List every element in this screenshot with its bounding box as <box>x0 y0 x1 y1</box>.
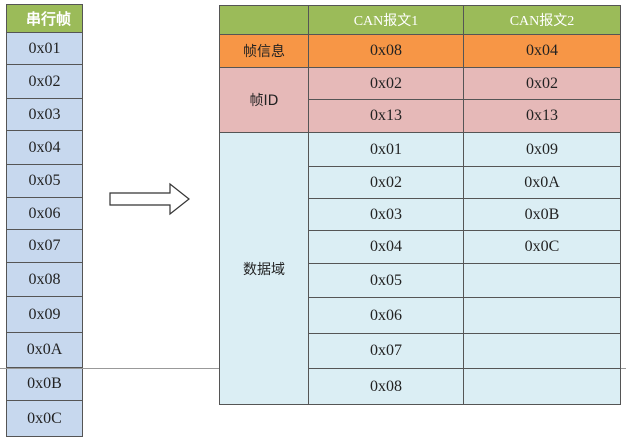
data-field-cell <box>463 297 621 334</box>
serial-byte-cell: 0x03 <box>6 99 83 131</box>
serial-byte-cell: 0x0B <box>6 368 83 401</box>
frame-id-cell: 0x02 <box>308 67 464 100</box>
data-field-cell: 0x09 <box>463 132 621 167</box>
data-field-cell: 0x02 <box>308 166 464 199</box>
serial-byte-cell: 0x04 <box>6 131 83 165</box>
serial-frame-title: 串行帧 <box>6 4 83 33</box>
data-field-cell: 0x06 <box>308 297 464 334</box>
table-header-corner <box>219 5 309 35</box>
data-field-cell: 0x03 <box>308 198 464 231</box>
serial-byte-cell: 0x05 <box>6 165 83 198</box>
right-arrow-icon <box>109 182 190 216</box>
data-field-cell <box>463 263 621 298</box>
serial-byte-cell: 0x0A <box>6 333 83 368</box>
frame-id-cell: 0x13 <box>463 99 621 133</box>
frame-id-cell: 0x13 <box>308 99 464 133</box>
frame-id-label: 帧ID <box>219 67 309 133</box>
data-field-cell <box>463 333 621 369</box>
data-field-cell <box>463 368 621 405</box>
serial-byte-cell: 0x01 <box>6 33 83 65</box>
frame-id-cell: 0x02 <box>463 67 621 100</box>
header-can-msg-2: CAN报文2 <box>463 5 621 35</box>
data-field-cell: 0x07 <box>308 333 464 369</box>
data-field-cell: 0x08 <box>308 368 464 405</box>
data-field-label: 数据域 <box>219 132 309 405</box>
header-can-msg-1: CAN报文1 <box>308 5 464 35</box>
serial-byte-cell: 0x08 <box>6 263 83 297</box>
data-field-cell: 0x04 <box>308 230 464 264</box>
data-field-cell: 0x01 <box>308 132 464 167</box>
data-field-cell: 0x05 <box>308 263 464 298</box>
data-field-cell: 0x0A <box>463 166 621 199</box>
frame-info-label: 帧信息 <box>219 34 309 68</box>
data-field-cell: 0x0C <box>463 230 621 264</box>
serial-byte-cell: 0x07 <box>6 230 83 263</box>
serial-byte-cell: 0x0C <box>6 401 83 437</box>
frame-info-cell: 0x04 <box>463 34 621 68</box>
data-field-cell: 0x0B <box>463 198 621 231</box>
serial-byte-cell: 0x09 <box>6 297 83 333</box>
frame-info-cell: 0x08 <box>308 34 464 68</box>
serial-byte-cell: 0x02 <box>6 65 83 99</box>
serial-byte-cell: 0x06 <box>6 198 83 230</box>
